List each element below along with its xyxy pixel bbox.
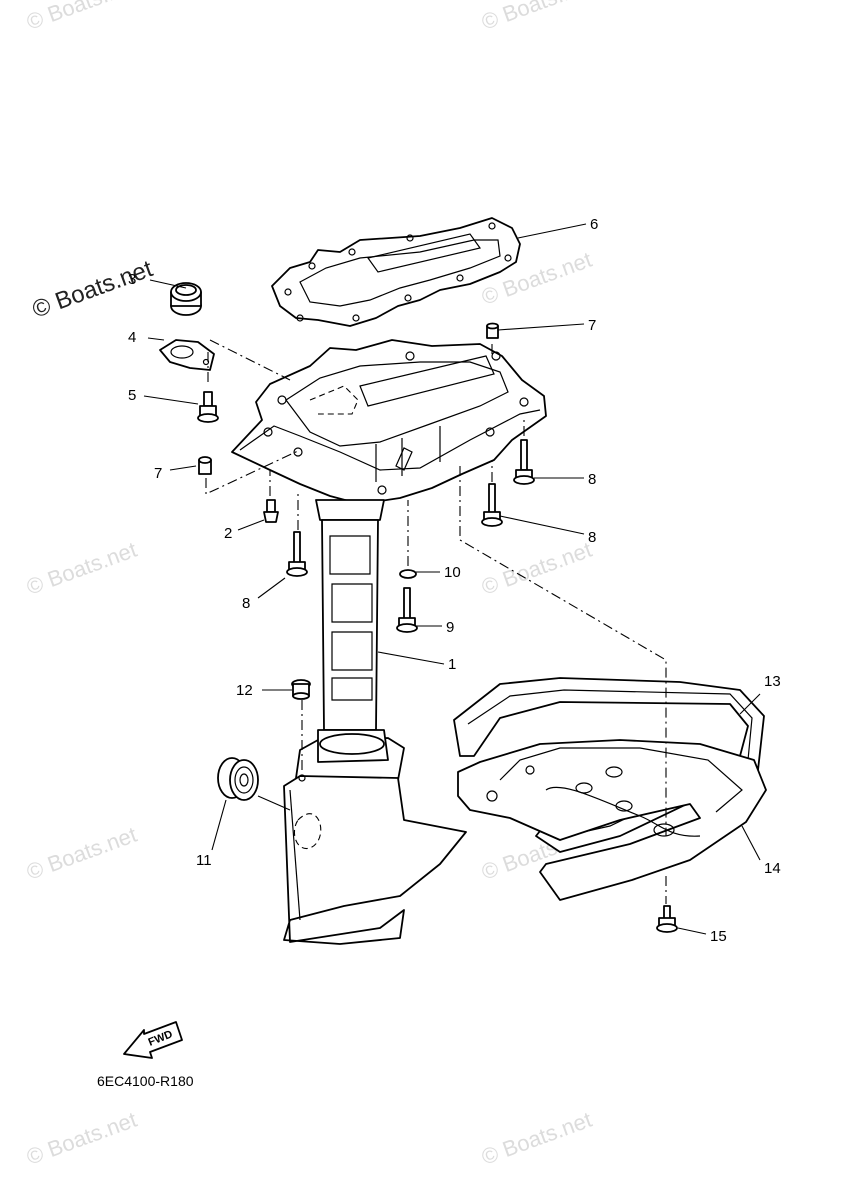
fwd-arrow-icon: FWD [123, 1021, 183, 1059]
callout-labels: 1 2 3 4 5 6 7 7 8 8 8 9 10 11 12 13 14 1… [128, 216, 781, 945]
callout-12: 12 [236, 682, 253, 699]
bolt-part-5 [197, 391, 219, 423]
callout-15: 15 [710, 928, 727, 945]
bolt-part-8-left [286, 531, 308, 577]
callout-10: 10 [444, 564, 461, 581]
watermark-prominent: © Boats.net [29, 255, 157, 323]
plug-part-3 [170, 282, 202, 316]
callout-13: 13 [764, 673, 781, 690]
callout-2: 2 [224, 525, 232, 542]
washer-part-10 [399, 569, 417, 579]
callout-5: 5 [128, 387, 136, 404]
watermark: © Boats.net [23, 537, 140, 600]
callout-9: 9 [446, 619, 454, 636]
callout-8-left: 8 [242, 595, 250, 612]
plug-part-11 [217, 757, 259, 801]
watermark: © Boats.net [478, 0, 595, 35]
watermark: © Boats.net [478, 537, 595, 600]
upper-casing-part-1 [283, 499, 467, 945]
gasket-part-6 [271, 217, 521, 327]
dowel-part-7-upper [486, 322, 499, 339]
nipple-part-2 [263, 499, 279, 523]
callout-1: 1 [448, 656, 456, 673]
seal-plate-part-4 [159, 339, 215, 371]
apron-part-14 [457, 739, 767, 901]
callout-11: 11 [196, 852, 212, 869]
bolt-part-15 [656, 905, 678, 933]
watermark: © Boats.net [23, 1107, 140, 1170]
callout-8-upper: 8 [588, 471, 596, 488]
watermark: © Boats.net [478, 1107, 595, 1170]
bolt-part-9 [396, 587, 418, 633]
diagram-code: 6EC4100-R180 [97, 1073, 194, 1089]
callout-leaders [143, 223, 761, 935]
assembly-lines [205, 339, 667, 904]
callout-7-upper: 7 [588, 317, 596, 334]
watermark: © Boats.net [23, 822, 140, 885]
grommet-part-12 [291, 679, 311, 700]
bolt-part-8-right-upper [513, 439, 535, 485]
callout-4: 4 [128, 329, 136, 346]
exhaust-guide [231, 339, 547, 505]
dowel-part-7-lower [198, 456, 212, 475]
watermark-layer: © Boats.net © Boats.net © Boats.net © Bo… [23, 0, 595, 1170]
callout-7-lower: 7 [154, 465, 162, 482]
watermark: © Boats.net [23, 0, 140, 35]
callout-6: 6 [590, 216, 598, 233]
callout-3: 3 [128, 271, 136, 288]
callout-14: 14 [764, 860, 781, 877]
bolt-part-8-right-lower [481, 483, 503, 527]
callout-8-middle: 8 [588, 529, 596, 546]
